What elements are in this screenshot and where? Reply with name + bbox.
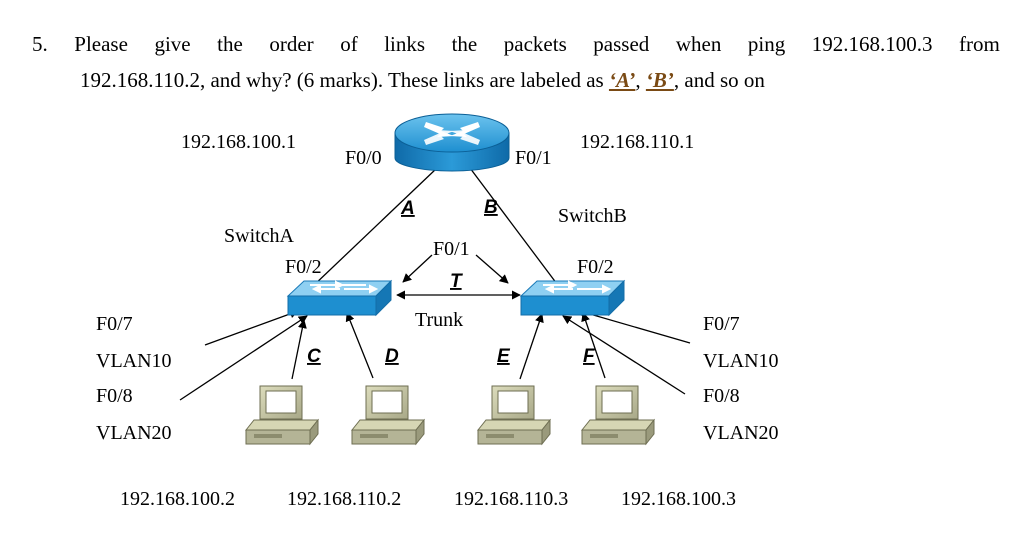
question-word: when xyxy=(675,32,722,56)
question-text-end: , and so on xyxy=(673,68,765,92)
router-port-left: F0/0 xyxy=(345,147,382,169)
switch-b-f08-pointer xyxy=(562,315,686,395)
switch-a-f08-pointer xyxy=(179,315,308,401)
question-word: passed xyxy=(593,32,650,56)
question-word: order xyxy=(269,32,314,56)
trunk-port-pointer-right xyxy=(475,254,509,284)
question-word: 192.168.100.3 xyxy=(811,32,933,56)
question-word: give xyxy=(154,32,191,56)
link-label-f: F xyxy=(583,346,596,367)
switch-b-uplink-port: F0/2 xyxy=(577,256,614,278)
question-word: links xyxy=(384,32,426,56)
switch-b-vlan20: VLAN20 xyxy=(703,422,779,444)
computer-icon xyxy=(580,385,656,446)
question-word: Please xyxy=(74,32,128,56)
host-ip-4: 192.168.100.3 xyxy=(621,488,736,510)
link-label-d: D xyxy=(385,346,399,367)
host-ip-1: 192.168.100.2 xyxy=(120,488,235,510)
link-label-t: T xyxy=(450,271,463,292)
router-icon xyxy=(394,113,510,172)
switch-b-port-f07: F0/7 xyxy=(703,313,740,335)
host-ip-3: 192.168.110.3 xyxy=(454,488,568,510)
link-label-b: B xyxy=(484,197,498,218)
host-ip-2: 192.168.110.2 xyxy=(287,488,401,510)
computer-icon xyxy=(350,385,426,446)
link-a-line xyxy=(311,167,438,288)
link-label-a: A xyxy=(400,198,415,219)
switch-a-port-f08: F0/8 xyxy=(96,385,133,407)
switch-a-uplink-port: F0/2 xyxy=(285,256,322,278)
link-ref-a: ‘A’ xyxy=(608,68,636,92)
question-number: 5. xyxy=(32,32,48,56)
switch-a-port-f07: F0/7 xyxy=(96,313,133,335)
link-d-line xyxy=(345,312,374,379)
computer-icon xyxy=(244,385,320,446)
link-f-line xyxy=(581,312,606,379)
question-text-start: 192.168.110.2, and why? (6 marks). These… xyxy=(80,68,609,92)
switch-b-name: SwitchB xyxy=(558,205,627,227)
switch-a-vlan10: VLAN10 xyxy=(96,350,172,372)
router-ip-right: 192.168.110.1 xyxy=(580,131,694,153)
switch-a-vlan20: VLAN20 xyxy=(96,422,172,444)
switch-a-name: SwitchA xyxy=(224,225,295,247)
question-word: the xyxy=(451,32,478,56)
link-b-line xyxy=(469,167,561,289)
link-e-line xyxy=(519,313,544,380)
link-label-c: C xyxy=(307,346,321,367)
router-ip-left: 192.168.100.1 xyxy=(181,131,296,153)
switch-a-icon xyxy=(286,279,393,317)
question-line-1: 5. Please give the order of links the pa… xyxy=(32,26,1000,62)
switch-a-f07-pointer xyxy=(204,309,299,346)
question-separator: , xyxy=(635,68,646,92)
switch-b-port-f08: F0/8 xyxy=(703,385,740,407)
switch-b-icon xyxy=(519,279,626,317)
router-port-right: F0/1 xyxy=(515,147,552,169)
switch-b-vlan10: VLAN10 xyxy=(703,350,779,372)
computer-icon xyxy=(476,385,552,446)
question-word: from xyxy=(959,32,1000,56)
question-word: of xyxy=(340,32,358,56)
link-label-e: E xyxy=(497,346,511,367)
trunk-port-label: F0/1 xyxy=(433,238,470,260)
question-word: packets xyxy=(503,32,567,56)
trunk-port-pointer-left xyxy=(402,254,433,283)
question-word: ping xyxy=(747,32,786,56)
question-line-2: 192.168.110.2, and why? (6 marks). These… xyxy=(32,62,1007,98)
link-c-line xyxy=(291,319,307,380)
question-word: the xyxy=(217,32,243,56)
link-ref-b: ‘B’ xyxy=(645,68,674,92)
question-text: 5. Please give the order of links the pa… xyxy=(32,26,1007,98)
trunk-label: Trunk xyxy=(415,309,463,331)
